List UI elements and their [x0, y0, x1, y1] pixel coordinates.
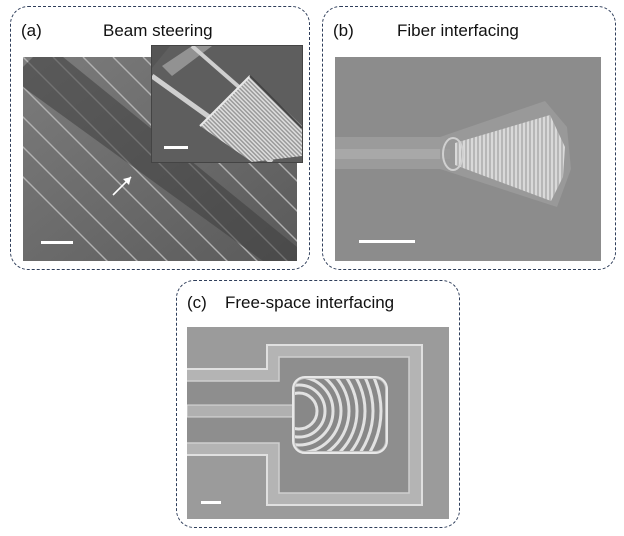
- panel-title-c: Free-space interfacing: [225, 293, 395, 312]
- panel-title-a: Beam steering: [103, 21, 213, 40]
- sem-image-free-space-coupler: [187, 327, 449, 519]
- scale-bar: [201, 501, 221, 504]
- panel-free-space-interfacing: (c) Free-space interfacing: [176, 280, 460, 528]
- scale-bar: [359, 240, 415, 243]
- panel-label-c: (c): [187, 293, 207, 312]
- sem-image-grating-coupler: [335, 57, 601, 261]
- panel-title-b: Fiber interfacing: [397, 21, 519, 40]
- scale-bar: [41, 241, 73, 244]
- panel-label-a: (a): [21, 21, 42, 40]
- inset-scale-bar: [164, 146, 188, 149]
- panel-fiber-interfacing: (b) Fiber interfacing: [322, 6, 616, 270]
- panel-label-b: (b): [333, 21, 354, 40]
- panel-beam-steering: (a) Beam steering: [10, 6, 310, 270]
- sem-inset-grating-detail: [151, 45, 303, 163]
